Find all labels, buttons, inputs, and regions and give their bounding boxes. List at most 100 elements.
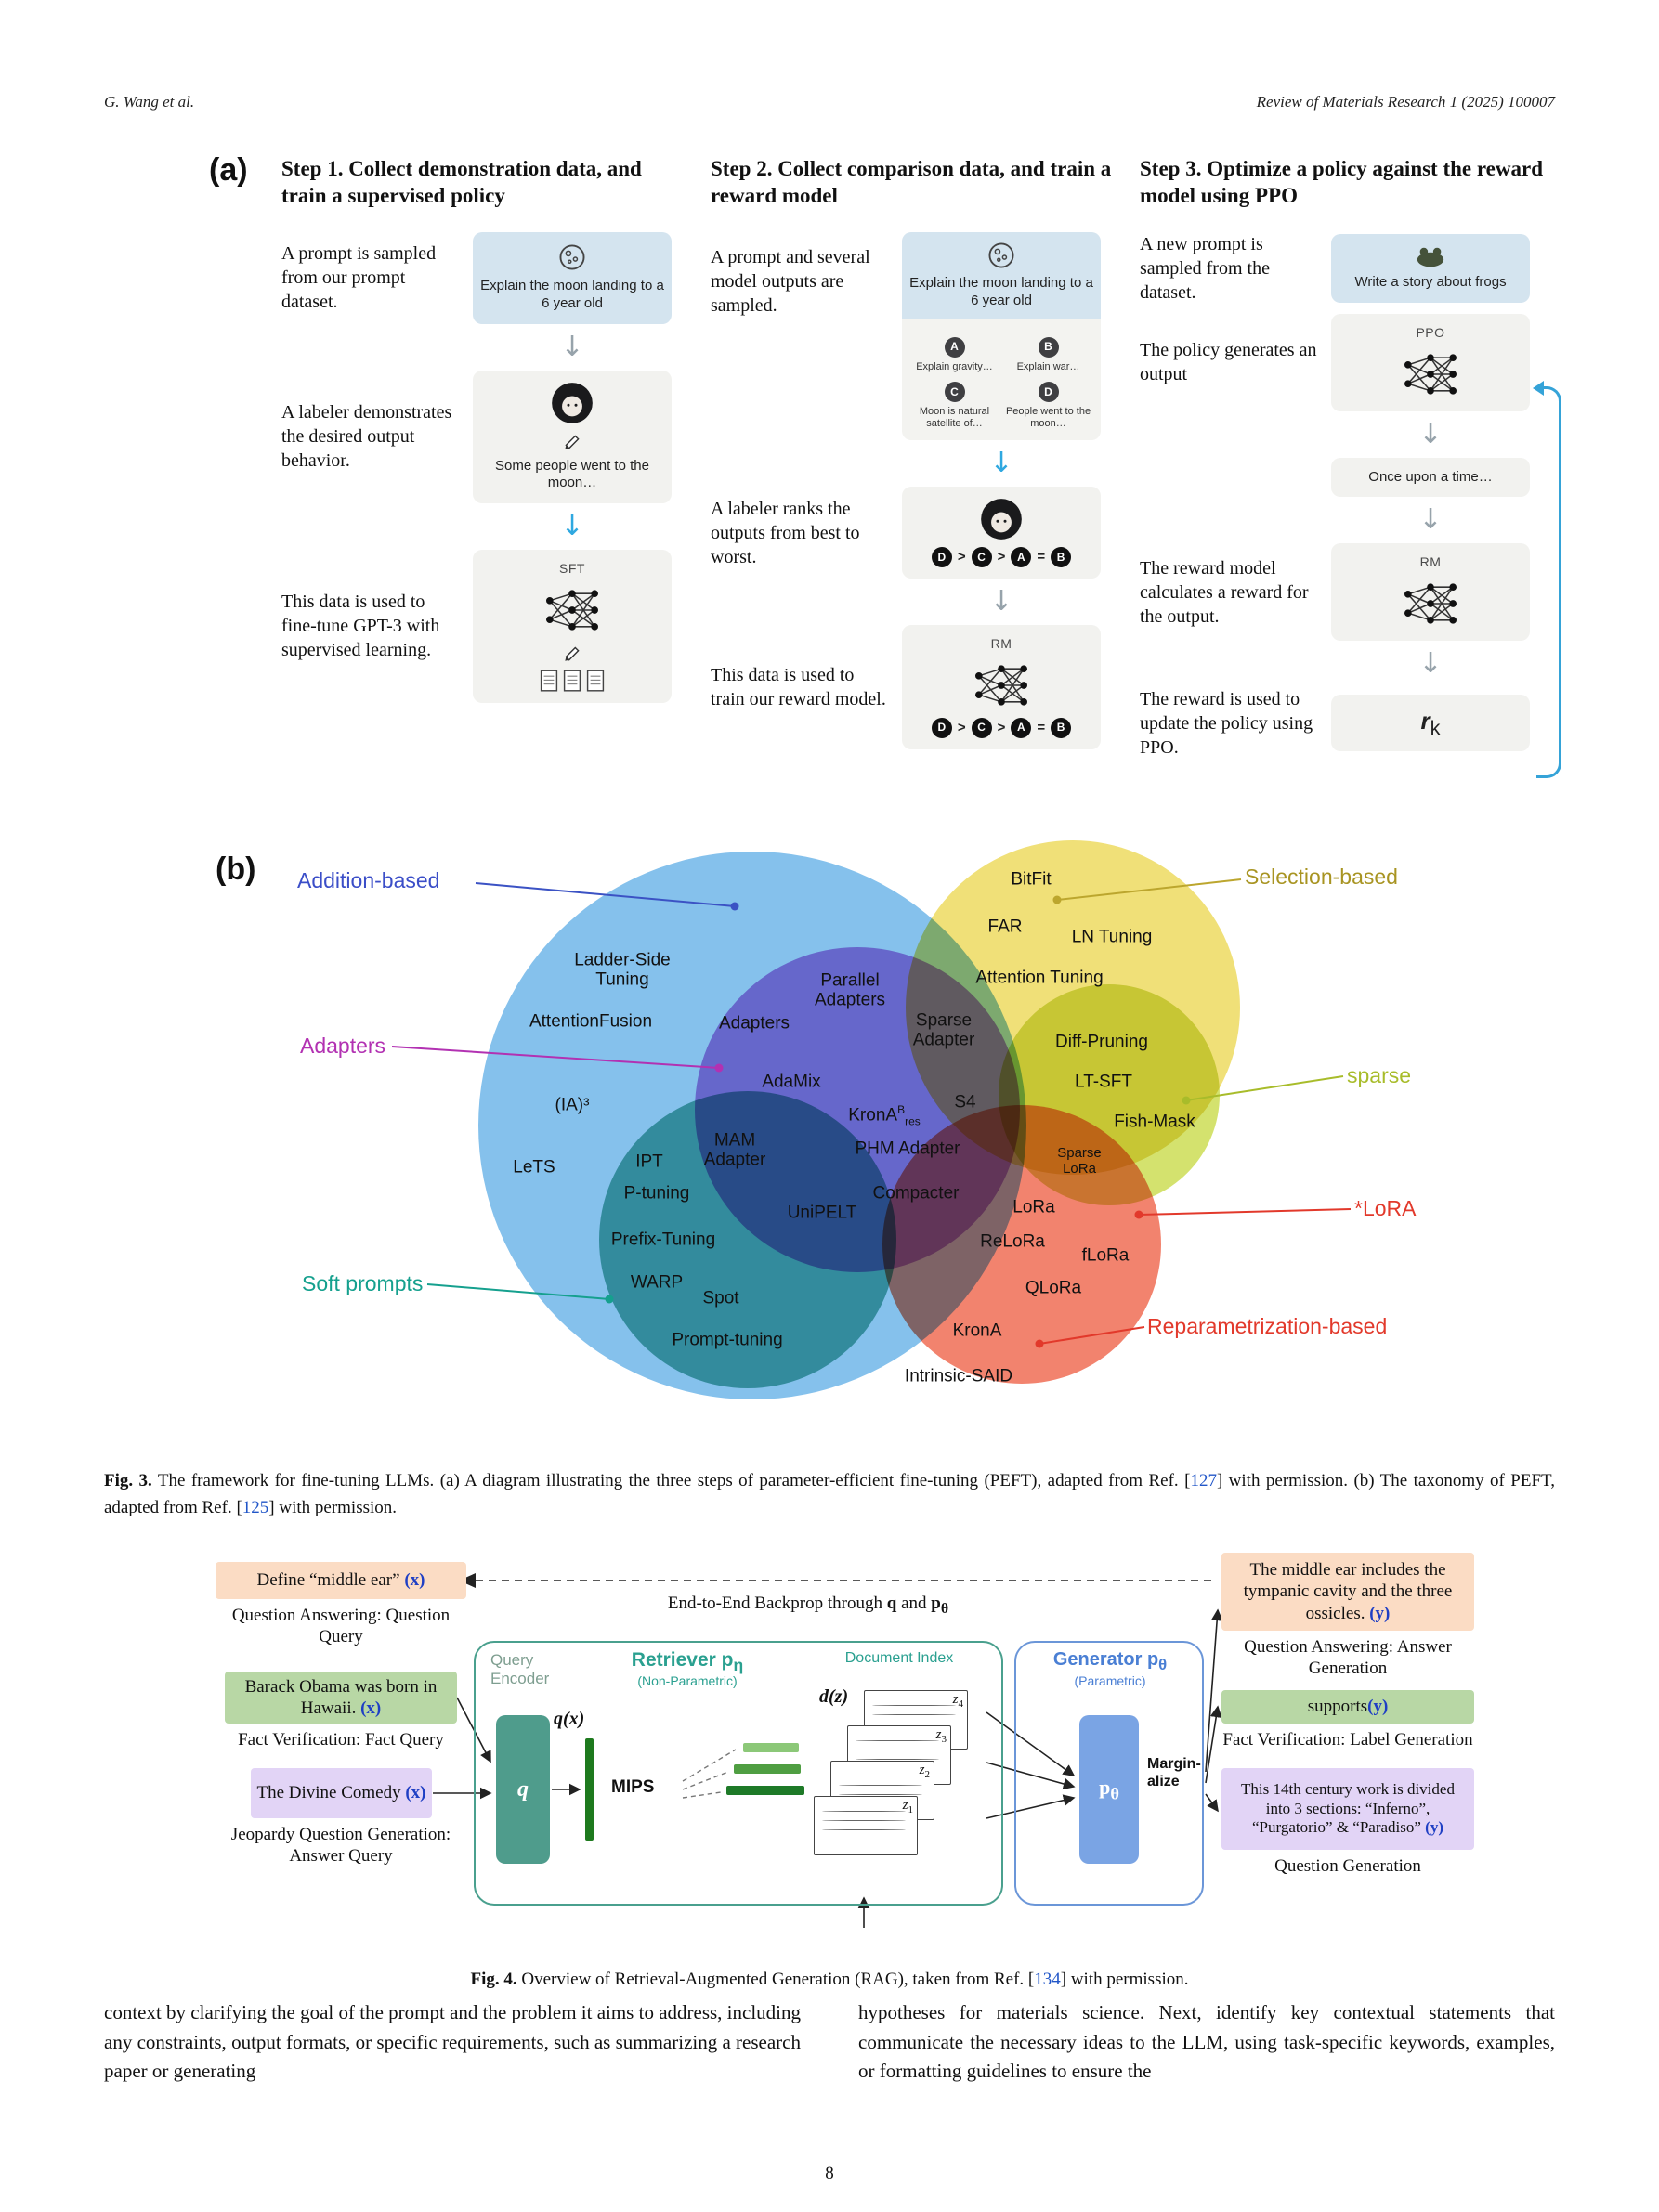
backprop-label: End-to-End Backprop through q and pθ [667, 1594, 949, 1617]
venn-method-label: Sparse LoRa [1057, 1145, 1102, 1177]
venn-method-label: LT-SFT [1075, 1072, 1132, 1092]
venn-group-soft-prompts: Soft prompts [302, 1271, 424, 1295]
jeopardy-query-caption: Jeopardy Question Generation: Answer Que… [230, 1825, 451, 1867]
doc-z1: z1 [814, 1796, 918, 1855]
neural-net-icon [1404, 582, 1457, 625]
venn-group-adapters: Adapters [300, 1034, 386, 1058]
qa-answer-box: The middle ear includes the tympanic cav… [1221, 1553, 1474, 1631]
caption-label: Fig. 4. [470, 1970, 517, 1989]
jeopardy-query-box: The Divine Comedy (x) [251, 1768, 432, 1818]
model-outputs: A Explain gravity… B Explain war… C Moon… [902, 326, 1101, 441]
venn-method-label: LoRa [1012, 1197, 1055, 1217]
ppo-label: PPO [1416, 325, 1445, 340]
retriever-box [474, 1641, 1003, 1906]
venn-method-label: FAR [987, 917, 1023, 937]
venn-method-label: fLoRa [1081, 1245, 1130, 1266]
caption-text: The framework for fine-tuning LLMs. (a) … [151, 1471, 1191, 1490]
step1-labeler-box: Some people went to the moon… [473, 370, 672, 503]
down-arrow: ↓ [1418, 646, 1443, 680]
figure-4-caption: Fig. 4. Overview of Retrieval-Augmented … [104, 1970, 1555, 1990]
rank-separator: > [957, 549, 966, 566]
ppo-model-box: PPO [1331, 314, 1530, 411]
venn-method-label: PHM Adapter [855, 1139, 960, 1159]
sft-model-box: SFT [473, 550, 672, 703]
step1-prompt-text: Explain the moon landing to a 6 year old [480, 278, 664, 311]
labeler-avatar-icon [981, 499, 1022, 540]
venn-method-label: Attention Tuning [975, 968, 1104, 988]
down-arrow: ↓ [560, 510, 584, 542]
marginalize-label: Margin-alize [1147, 1756, 1201, 1790]
step3-desc-4: The reward is used to update the policy … [1140, 688, 1313, 758]
step1-desc-3: This data is used to fine-tune GPT-3 wit… [281, 592, 440, 661]
reward-box: rk [1331, 695, 1530, 752]
down-arrow: ↓ [1418, 417, 1443, 450]
generator-box [1014, 1641, 1204, 1906]
venn-method-label: LeTS [513, 1157, 555, 1178]
rank-letter: C [971, 717, 992, 738]
output-option: B Explain war… [1005, 336, 1091, 373]
venn-method-label: IPT [635, 1152, 663, 1172]
down-arrow: ↓ [989, 447, 1013, 480]
page-number: 8 [825, 2164, 834, 2183]
venn-group-selection-based: Selection-based [1245, 865, 1398, 889]
venn-method-label: Diff-Pruning [1055, 1032, 1148, 1052]
option-letter: C [944, 382, 965, 403]
step1-title: Step 1. Collect demonstration data, and … [281, 157, 642, 207]
panel-b-label: (b) [216, 852, 256, 887]
step2-prompt-text: Explain the moon landing to a 6 year old [909, 275, 1093, 308]
rank-letter: B [1051, 717, 1072, 738]
document-icon [563, 669, 581, 692]
rank-separator: > [957, 719, 966, 735]
step2-desc-2: A labeler ranks the outputs from best to… [711, 498, 860, 567]
venn-method-label: Spot [702, 1288, 739, 1308]
rm-model-box: RM [1331, 543, 1530, 641]
down-arrow: ↓ [1418, 503, 1443, 537]
caption-text: ] with permission. [1060, 1970, 1189, 1989]
neural-net-icon [974, 664, 1028, 707]
ref-link-125[interactable]: 125 [242, 1497, 269, 1517]
step2-column: Step 2. Collect comparison data, and tra… [711, 156, 1117, 760]
step3-prompt-box: Write a story about frogs [1331, 234, 1530, 303]
mips-label: MIPS [611, 1777, 655, 1797]
ranking: D > C > A = B [931, 717, 1072, 738]
neural-net-icon [545, 589, 599, 631]
moon-icon [988, 242, 1014, 268]
fact-query-box: Barack Obama was born in Hawaii. (x) [225, 1672, 457, 1724]
step3-prompt-text: Write a story about frogs [1354, 274, 1507, 291]
generator-subtitle: (Parametric) [1074, 1673, 1146, 1688]
sft-label: SFT [559, 561, 585, 576]
rank-letter: C [971, 547, 992, 568]
ref-link-127[interactable]: 127 [1190, 1471, 1217, 1490]
step2-desc-3: This data is used to train our reward mo… [711, 665, 886, 710]
venn-group-sparse: sparse [1347, 1063, 1412, 1087]
generator-title: Generator pθ [1052, 1649, 1168, 1673]
moon-icon [559, 244, 585, 270]
panel-a-label: (a) [209, 152, 248, 188]
option-letter: D [1038, 382, 1059, 403]
option-text: People went to the moon… [1005, 406, 1091, 429]
option-letter: A [944, 336, 965, 358]
policy-output-text: Once upon a time… [1368, 468, 1493, 485]
step1-column: Step 1. Collect demonstration data, and … [281, 156, 688, 760]
figure-3a: (a) Step 1. Collect demonstration data, … [209, 152, 1561, 778]
step3-column: Step 3. Optimize a policy against the re… [1140, 156, 1561, 778]
venn-method-label: MAM Adapter [703, 1130, 766, 1170]
down-arrow: ↓ [989, 585, 1013, 618]
pencil-icon [564, 646, 580, 662]
step3-desc-3: The reward model calculates a reward for… [1140, 557, 1309, 627]
pencil-icon [564, 435, 580, 450]
body-text-right: hypotheses for materials science. Next, … [858, 2001, 1555, 2082]
venn-method-label: (IA)³ [555, 1095, 590, 1115]
fact-label-caption: Fact Verification: Label Generation [1222, 1730, 1473, 1750]
header-journal: Review of Materials Research 1 (2025) 10… [1256, 93, 1555, 111]
output-option: C Moon is natural satellite of… [911, 382, 998, 429]
document-index-label: Document Index [844, 1650, 954, 1666]
ref-link-134[interactable]: 134 [1034, 1970, 1061, 1989]
step2-comparison-box: Explain the moon landing to a 6 year old… [902, 232, 1101, 441]
caption-text: ] with permission. (b) The taxonomy of P… [104, 1471, 1555, 1517]
venn-method-label: Intrinsic-SAID [904, 1366, 1013, 1386]
rank-letter: D [931, 547, 952, 568]
labeler-avatar-icon [552, 382, 593, 423]
step3-desc-1: A new prompt is sampled from the dataset… [1140, 234, 1270, 303]
